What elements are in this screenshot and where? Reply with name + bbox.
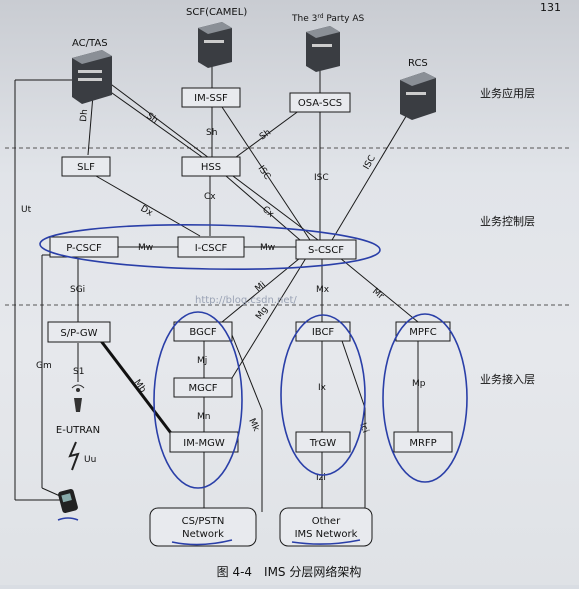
bgcf-box bbox=[173, 321, 233, 342]
scf-server-icon bbox=[198, 22, 232, 68]
watermark-text: http://blog.csdn.net/ bbox=[195, 295, 297, 306]
mj-label: Mj bbox=[197, 356, 207, 366]
figure-caption: 图 4-4 IMS 分层网络架构 bbox=[217, 564, 362, 579]
gm-label: Gm bbox=[36, 361, 52, 371]
i-cscf-label: I-CSCF bbox=[195, 243, 228, 254]
access-layer-label: 业务接入层 bbox=[480, 373, 535, 386]
ibcf-label: IBCF bbox=[312, 327, 335, 338]
mn-label: Mn bbox=[197, 412, 210, 422]
handwritten-annotations bbox=[39, 224, 468, 546]
slf-box bbox=[61, 156, 111, 177]
mi-label: Mi bbox=[254, 280, 268, 294]
trgw-label: TrGW bbox=[309, 438, 336, 449]
mw1-label: Mw bbox=[138, 243, 153, 253]
slf-label: SLF bbox=[77, 162, 95, 173]
scf-label: SCF(CAMEL) bbox=[186, 7, 247, 18]
ac-tas-server-icon bbox=[72, 50, 112, 104]
other-ims-label-2: IMS Network bbox=[295, 529, 358, 540]
dx-label: Dx bbox=[139, 204, 155, 219]
node-labels: IM-SSF OSA-SCS SLF HSS P-CSCF I-CSCF S-C… bbox=[60, 93, 436, 540]
dh-label: Dh bbox=[79, 109, 90, 122]
mpfc-label: MPFC bbox=[409, 327, 436, 338]
im-ssf-box bbox=[181, 87, 241, 108]
bgcf-label: BGCF bbox=[189, 327, 216, 338]
mb-link bbox=[93, 332, 182, 446]
third-party-prefix: The 3 bbox=[291, 14, 317, 24]
other-ims-underline bbox=[291, 539, 361, 545]
node-boxes bbox=[47, 87, 453, 547]
p-cscf-label: P-CSCF bbox=[66, 243, 102, 254]
mr-label: Mr bbox=[370, 287, 385, 302]
uu-label: Uu bbox=[84, 455, 96, 465]
sgi-label: SGi bbox=[70, 285, 85, 295]
isc-rcs-label: ISC bbox=[362, 154, 378, 172]
sp-gw-label: S/P-GW bbox=[60, 328, 97, 339]
antenna-icon bbox=[71, 384, 85, 412]
sh-as-label: Sh bbox=[144, 111, 159, 126]
isc-osa-label: ISC bbox=[314, 173, 329, 183]
phone-underline bbox=[57, 517, 79, 521]
third-party-sup: rd bbox=[317, 13, 323, 20]
cs-pstn-underline bbox=[171, 539, 233, 546]
mrfp-box bbox=[393, 431, 453, 453]
other-ims-network-box bbox=[279, 507, 373, 547]
cs-pstn-label-2: Network bbox=[182, 529, 224, 540]
ici-label: Ici bbox=[357, 422, 370, 435]
interface-labels: Dh Sh Sh Sh ISC ISC ISC Dx Cx Cx Mw Mw S… bbox=[21, 109, 426, 483]
radio-link-icon bbox=[68, 441, 80, 471]
mobile-phone-icon bbox=[58, 488, 78, 514]
mp-label: Mp bbox=[412, 379, 426, 389]
mpfc-group-circle bbox=[382, 313, 468, 483]
ix-label: Ix bbox=[318, 383, 327, 393]
sh-imssf-label: Sh bbox=[206, 128, 217, 138]
third-party-as-server-icon bbox=[306, 26, 340, 72]
third-party-as-label: The 3rd Party AS bbox=[291, 13, 364, 24]
p-cscf-box bbox=[49, 236, 119, 258]
hss-label: HSS bbox=[201, 162, 221, 173]
cx-i-label: Cx bbox=[204, 192, 216, 202]
mx-label: Mx bbox=[316, 285, 330, 295]
hss-box bbox=[181, 156, 241, 177]
control-layer-circle bbox=[39, 224, 381, 270]
control-layer-label: 业务控制层 bbox=[480, 214, 535, 228]
s-cscf-label: S-CSCF bbox=[308, 245, 344, 256]
ut-label: Ut bbox=[21, 205, 32, 215]
application-layer-label: 业务应用层 bbox=[480, 86, 535, 100]
rcs-label: RCS bbox=[408, 58, 428, 69]
cs-pstn-network-box bbox=[149, 507, 257, 547]
mgcf-label: MGCF bbox=[188, 383, 217, 394]
im-mgw-label: IM-MGW bbox=[183, 438, 225, 449]
s1-label: S1 bbox=[73, 367, 84, 377]
sh-osa-label: Sh bbox=[258, 128, 273, 143]
osa-scs-label: OSA-SCS bbox=[298, 98, 342, 109]
mw2-label: Mw bbox=[260, 243, 275, 253]
e-utran-label: E-UTRAN bbox=[56, 425, 100, 436]
i-cscf-box bbox=[177, 236, 245, 258]
ac-tas-label: AC/TAS bbox=[72, 38, 108, 49]
izi-label: Izi bbox=[316, 473, 326, 483]
mgcf-box bbox=[173, 377, 233, 398]
page-number: 131 bbox=[540, 1, 561, 14]
sp-gw-box bbox=[47, 321, 111, 343]
im-mgw-box bbox=[169, 431, 239, 453]
s-cscf-box bbox=[295, 239, 357, 260]
mrfp-label: MRFP bbox=[409, 438, 436, 449]
cs-pstn-label-1: CS/PSTN bbox=[182, 516, 225, 527]
third-party-suffix: Party AS bbox=[324, 14, 365, 24]
osa-scs-box bbox=[289, 92, 351, 113]
bgcf-group-circle bbox=[153, 311, 243, 489]
ibcf-group-circle bbox=[280, 314, 366, 476]
other-ims-label-1: Other bbox=[312, 516, 341, 527]
mk-label: Mk bbox=[246, 417, 261, 434]
rcs-server-icon bbox=[400, 72, 436, 120]
mb-label: Mb bbox=[132, 378, 148, 395]
trgw-box bbox=[295, 431, 351, 453]
ibcf-box bbox=[295, 321, 351, 342]
im-ssf-label: IM-SSF bbox=[194, 93, 228, 104]
